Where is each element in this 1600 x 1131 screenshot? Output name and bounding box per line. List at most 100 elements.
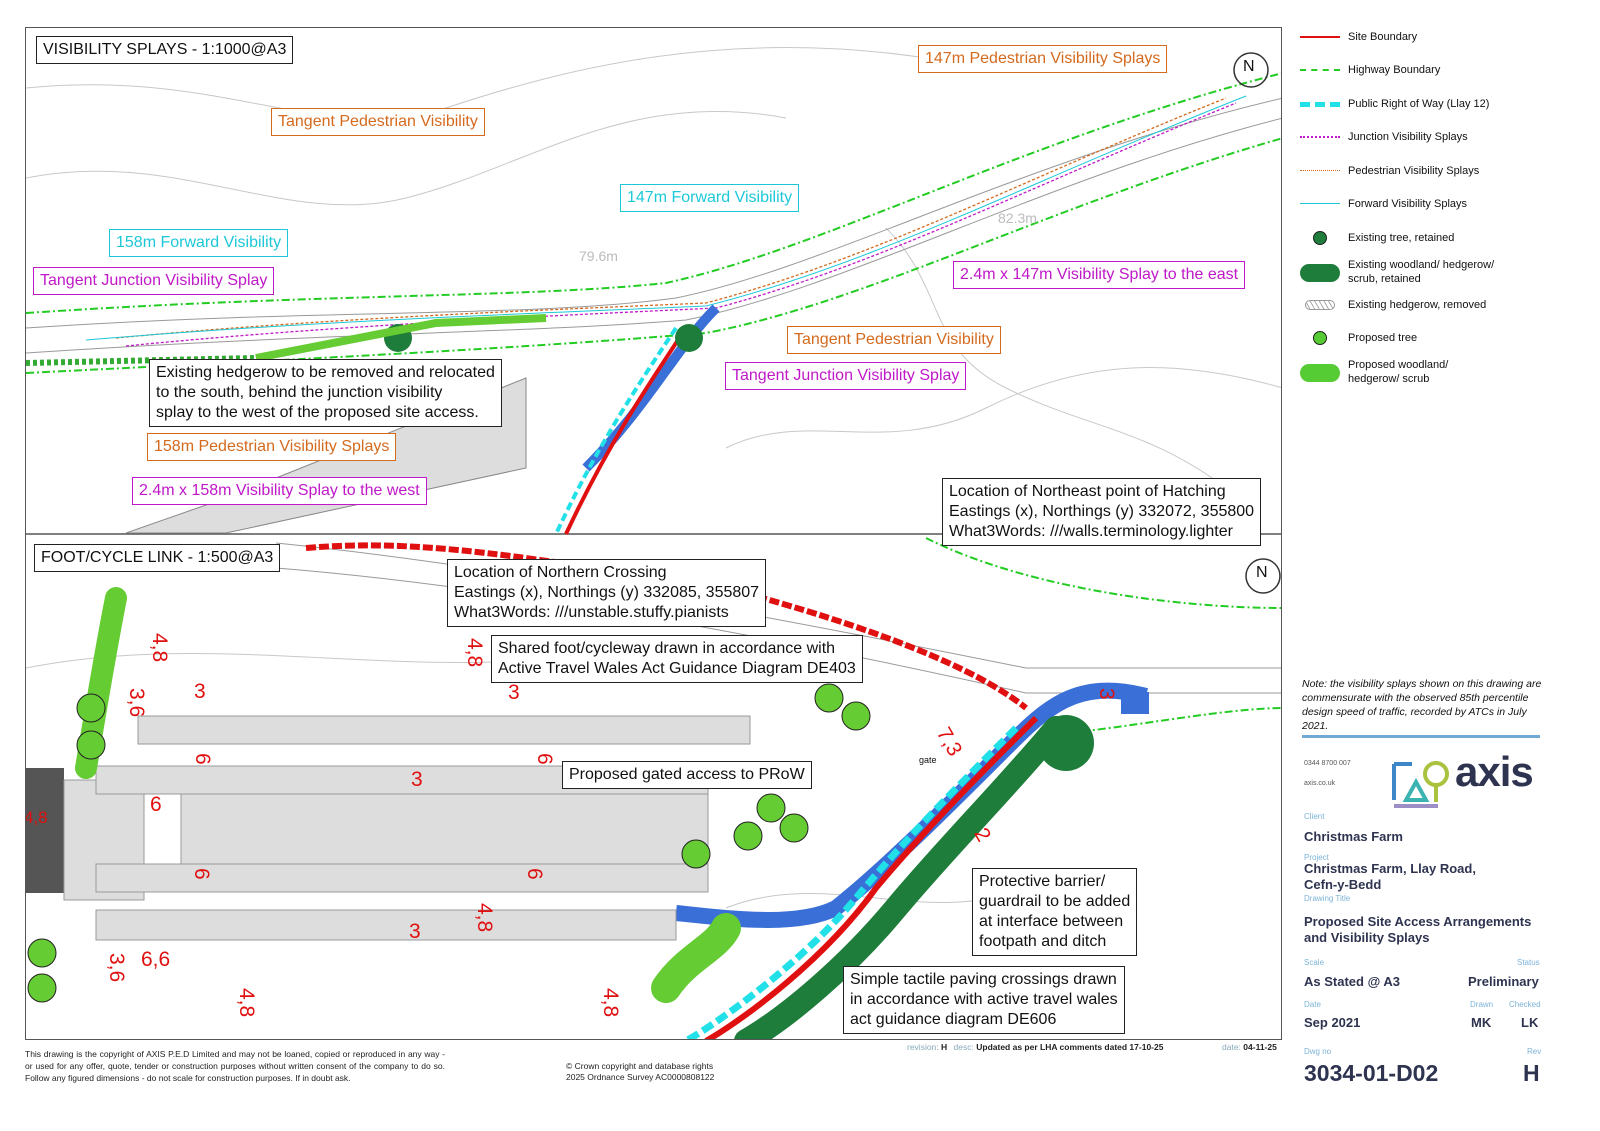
label-splay-east: 2.4m x 147m Visibility Splay to the east (953, 261, 1246, 289)
legend-item: Forward Visibility Splays (1300, 197, 1550, 211)
dimension: 6,6 (141, 948, 171, 971)
note-line: Eastings (x), Northings (y) 332085, 3558… (454, 584, 760, 601)
revision-value: H (941, 1042, 948, 1052)
note-line: Active Travel Wales Act Guidance Diagram… (498, 660, 856, 677)
hedgerow-removed-icon (1305, 300, 1335, 310)
dimension: 3,6 (125, 688, 148, 718)
legend-item: Proposed tree (1300, 331, 1550, 345)
dimension: 6 (190, 868, 213, 880)
legend-item: Pedestrian Visibility Splays (1300, 164, 1550, 178)
dimension: 3 (1095, 688, 1118, 700)
legend-label: Forward Visibility Splays (1348, 198, 1468, 210)
legend-item: Site Boundary (1300, 30, 1550, 44)
legend-label: Proposed woodland/ hedgerow/ scrub (1348, 359, 1449, 385)
legend-label: Site Boundary (1348, 31, 1418, 43)
note-line: Simple tactile paving crossings drawn (850, 971, 1117, 988)
note-line: Location of Northeast point of Hatching (949, 483, 1226, 500)
gated-access-note: Proposed gated access to PRoW (562, 761, 812, 789)
north-arrow-icon: N (1243, 58, 1255, 75)
dimension: 6 (533, 753, 556, 765)
existing-woodland-icon (1300, 264, 1340, 282)
drawn-value: MK (1471, 1015, 1492, 1030)
fwd-splay-icon (1300, 203, 1340, 204)
northern-crossing-note: Location of Northern Crossing Eastings (… (447, 559, 767, 627)
highway-boundary-icon (1300, 69, 1340, 71)
rev-value: H (1523, 1060, 1540, 1086)
north-arrow-icon: N (1256, 564, 1268, 581)
website: axis.co.uk (1304, 780, 1336, 787)
legend-item: Existing woodland/ hedgerow/ scrub, reta… (1300, 258, 1550, 288)
label-fwd-158: 158m Forward Visibility (109, 229, 289, 257)
desc-label: desc: (953, 1042, 974, 1052)
note-line: Eastings (x), Northings (y) 332072, 3558… (949, 503, 1255, 520)
note-line: in accordance with active travel wales (850, 991, 1118, 1008)
legend-label: Public Right of Way (Llay 12) (1348, 98, 1490, 110)
crown-copyright: © Crown copyright and database rights (566, 1061, 714, 1071)
note-line: Protective barrier/ (979, 873, 1106, 890)
scale-label: Scale (1304, 958, 1325, 967)
legend-item: Existing hedgerow, removed (1300, 298, 1550, 312)
label-ped-158: 158m Pedestrian Visibility Splays (147, 433, 397, 461)
copyright-text: This drawing is the copyright of AXIS P.… (25, 1049, 445, 1083)
ped-splay-icon (1300, 170, 1340, 171)
dimension: 4,8 (473, 903, 496, 933)
project-label: Project (1304, 853, 1329, 862)
gate-label: gate (919, 755, 937, 765)
revision-label: revision: (907, 1042, 939, 1052)
barrier-note: Protective barrier/ guardrail to be adde… (972, 868, 1138, 956)
distance-east: 82.3m (998, 210, 1037, 226)
note-line: What3Words: ///walls.terminology.lighter (949, 523, 1233, 540)
note-line: Existing hedgerow to be removed and relo… (156, 364, 495, 381)
axis-logo-icon (1392, 761, 1449, 808)
label-splay-west: 2.4m x 158m Visibility Splay to the west (132, 477, 427, 505)
legend-item: Existing tree, retained (1300, 231, 1550, 245)
legend-item: Highway Boundary (1300, 63, 1550, 77)
legend-label: Existing woodland/ hedgerow/ scrub, reta… (1348, 259, 1495, 285)
dimension: 4,8 (599, 988, 622, 1018)
tactile-note: Simple tactile paving crossings drawn in… (843, 966, 1125, 1034)
label-tangent-ped-1: Tangent Pedestrian Visibility (271, 108, 485, 136)
status-label: Status (1517, 958, 1540, 967)
legend-label: Pedestrian Visibility Splays (1348, 165, 1480, 177)
note-line: guardrail to be added (979, 893, 1131, 910)
desc-value: Updated as per LHA comments dated 17-10-… (976, 1042, 1164, 1052)
existing-tree-icon (1313, 231, 1327, 245)
date-label: Date (1304, 1000, 1321, 1009)
divider (1302, 735, 1540, 738)
revision-info: revision: H desc: Updated as per LHA com… (907, 1041, 1163, 1053)
dimension: 6 (191, 753, 214, 765)
proposed-woodland-icon (1300, 364, 1340, 382)
dimension: 3 (409, 920, 421, 943)
label-tangent-ped-2: Tangent Pedestrian Visibility (787, 326, 1001, 354)
date-label: date: (1222, 1042, 1241, 1052)
date-value: Sep 2021 (1304, 1015, 1361, 1030)
hatching-note: Location of Northeast point of Hatching … (942, 478, 1262, 546)
rev-label: Rev (1527, 1047, 1542, 1056)
legend-label: Existing hedgerow, removed (1348, 299, 1487, 311)
proposed-tree-icon (1313, 331, 1327, 345)
dwg-value: 3034-01-D02 (1304, 1060, 1439, 1086)
dimension: 4,8 (235, 988, 258, 1018)
drawing-title-value: Proposed Site Access Arrangements and Vi… (1304, 914, 1532, 945)
legend-item: Proposed woodland/ hedgerow/ scrub (1300, 358, 1550, 388)
note-line: at interface between (979, 913, 1124, 930)
client-value: Christmas Farm (1304, 829, 1403, 844)
drawing-area: VISIBILITY SPLAYS - 1:1000@A3 N 147m Ped… (25, 27, 1282, 1040)
project-value: Christmas Farm, Llay Road, Cefn-y-Bedd (1304, 861, 1476, 892)
legend-item: Junction Visibility Splays (1300, 130, 1550, 144)
legend-item: Public Right of Way (Llay 12) (1300, 97, 1550, 111)
visibility-note: Note: the visibility splays shown on thi… (1302, 678, 1542, 732)
date-value: 04-11-25 (1243, 1042, 1277, 1052)
note-line: Location of Northern Crossing (454, 564, 667, 581)
junction-splay-icon (1300, 136, 1340, 138)
dimension: 4,8 (463, 638, 486, 668)
drawing-title-label: Drawing Title (1304, 894, 1351, 903)
site-boundary-icon (1300, 36, 1340, 38)
note-line: What3Words: ///unstable.stuffy.pianists (454, 604, 729, 621)
dimension: 3 (194, 680, 206, 703)
dwg-label: Dwg no (1304, 1047, 1332, 1056)
dimension: 3 (508, 681, 520, 704)
checked-label: Checked (1509, 1000, 1541, 1009)
dimension: 3 (411, 768, 423, 791)
legend-label: Junction Visibility Splays (1348, 131, 1468, 143)
